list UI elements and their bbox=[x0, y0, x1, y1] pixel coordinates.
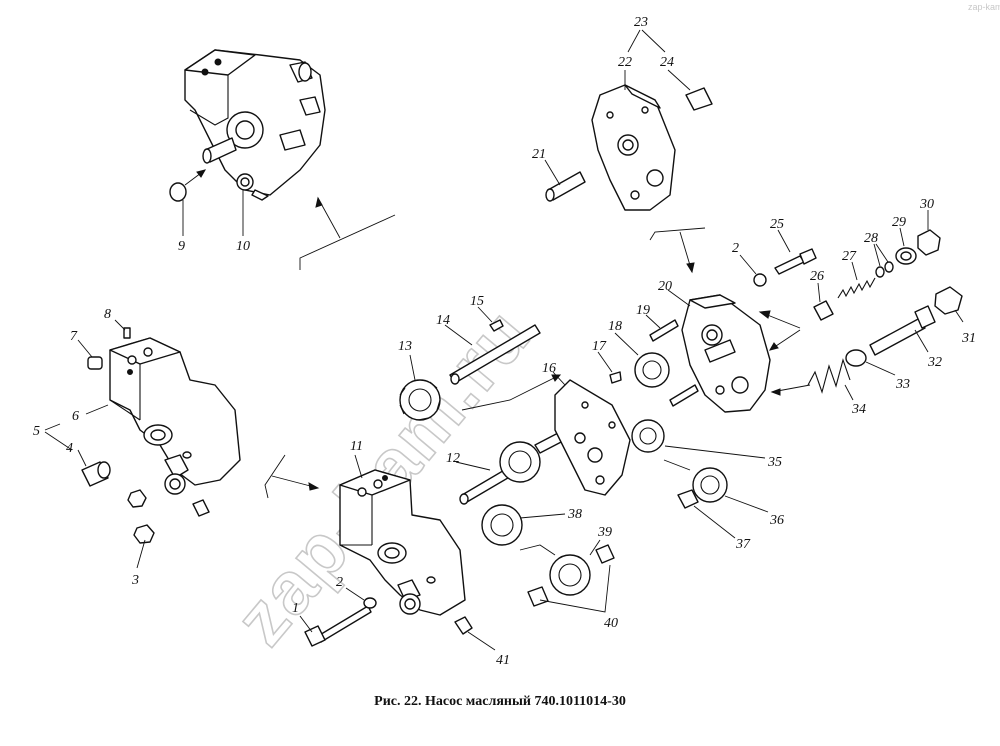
part-number-19: 19 bbox=[636, 303, 650, 318]
part-number-5: 5 bbox=[33, 424, 40, 439]
part-number-2b: 2 bbox=[732, 241, 739, 256]
gears-and-shafts: 13 14 15 16 17 18 12 38 39 40 35 36 37 bbox=[398, 294, 784, 631]
pump-cover-top: 23 22 24 21 bbox=[532, 15, 713, 274]
part-number-41: 41 bbox=[496, 653, 510, 668]
part-number-25: 25 bbox=[770, 217, 784, 232]
part-number-1: 1 bbox=[292, 601, 299, 616]
part-number-30: 30 bbox=[919, 197, 934, 212]
part-number-38: 38 bbox=[567, 507, 582, 522]
part-number-37: 37 bbox=[735, 537, 751, 552]
part-number-39: 39 bbox=[597, 525, 612, 540]
part-number-22: 22 bbox=[618, 55, 632, 70]
part-number-23: 23 bbox=[634, 15, 648, 30]
part-number-14: 14 bbox=[436, 313, 450, 328]
part-number-29: 29 bbox=[892, 215, 906, 230]
part-number-34: 34 bbox=[851, 402, 866, 417]
part-number-4: 4 bbox=[66, 441, 73, 456]
part-number-18: 18 bbox=[608, 319, 622, 334]
pump-housing-left: 7 8 6 5 4 3 bbox=[33, 307, 320, 588]
part-number-35: 35 bbox=[767, 455, 782, 470]
part-number-26: 26 bbox=[810, 269, 824, 284]
part-number-15: 15 bbox=[470, 294, 484, 309]
part-number-3: 3 bbox=[131, 573, 139, 588]
part-number-16: 16 bbox=[542, 361, 556, 376]
part-number-9: 9 bbox=[178, 239, 185, 254]
figure-caption: Рис. 22. Насос масляный 740.1011014-30 bbox=[374, 694, 626, 709]
part-number-33: 33 bbox=[895, 377, 910, 392]
part-number-28: 28 bbox=[864, 231, 878, 246]
part-number-36: 36 bbox=[769, 513, 784, 528]
part-number-6: 6 bbox=[72, 409, 79, 424]
pump-housing-center: 11 2 1 41 bbox=[292, 439, 510, 668]
part-number-21: 21 bbox=[532, 147, 546, 162]
part-number-11: 11 bbox=[350, 439, 363, 454]
part-number-40: 40 bbox=[604, 616, 618, 631]
assembled-pump-top: 9 10 bbox=[169, 49, 396, 270]
part-number-12: 12 bbox=[446, 451, 460, 466]
part-number-32: 32 bbox=[927, 355, 942, 370]
pump-cover-right: 2 25 26 27 28 29 30 31 32 33 34 20 19 bbox=[636, 197, 976, 417]
part-number-10: 10 bbox=[236, 239, 250, 254]
part-number-8: 8 bbox=[104, 307, 111, 322]
part-number-27: 27 bbox=[842, 249, 857, 264]
part-number-24: 24 bbox=[660, 55, 674, 70]
part-number-7: 7 bbox=[70, 329, 78, 344]
part-number-13: 13 bbox=[398, 339, 412, 354]
part-number-20: 20 bbox=[658, 279, 672, 294]
part-number-31: 31 bbox=[961, 331, 976, 346]
part-number-2: 2 bbox=[336, 575, 343, 590]
part-number-17: 17 bbox=[592, 339, 607, 354]
watermark-corner-text: zap-kam.ru bbox=[968, 2, 1000, 12]
